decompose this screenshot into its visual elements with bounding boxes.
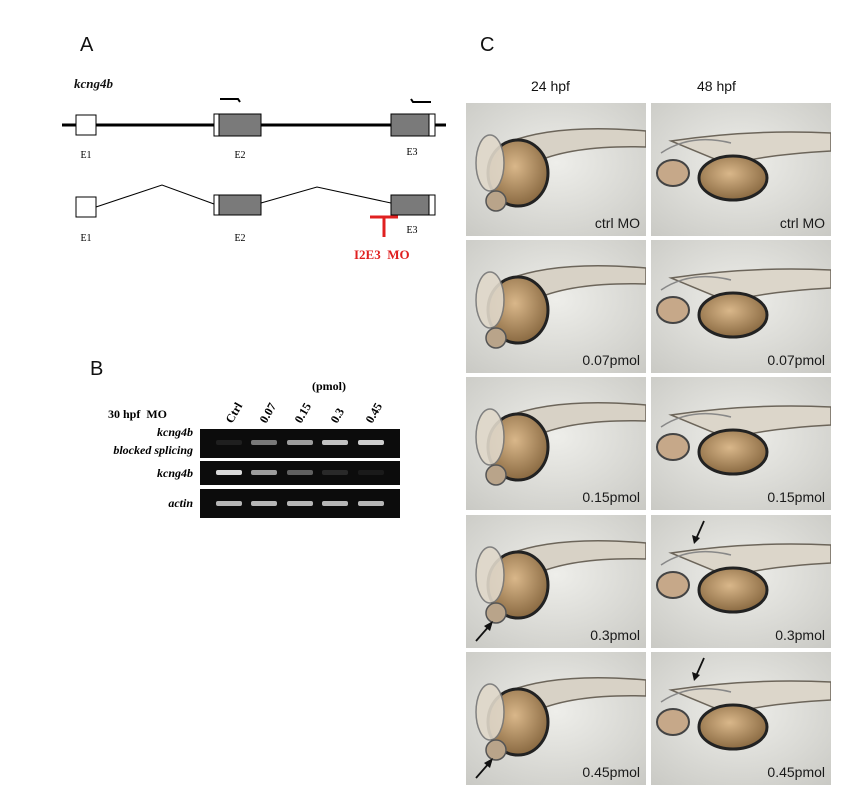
gel-band (322, 440, 348, 445)
gel-row-1-label-line1: kcng4b (157, 425, 193, 439)
gel-band (358, 501, 384, 506)
exon-label-e2-mrna: E2 (234, 233, 245, 244)
embryo-image-24hpf: 0.07pmol (466, 240, 646, 373)
gel-band (287, 470, 313, 475)
pmol-unit-label: (pmol) (312, 379, 346, 393)
gel-band (358, 440, 384, 445)
gene-structure-diagram: E1 E2 E3 E1 E2 E3 I2E3 MO (62, 98, 446, 262)
exon-label-e3: E3 (406, 147, 417, 158)
gel-strip-3 (200, 489, 400, 518)
exon-label-e1-mrna: E1 (80, 233, 91, 244)
dose-label: ctrl MO (594, 215, 640, 231)
gel-row-1-label-line2: blocked splicing (113, 443, 193, 457)
gel-band (216, 470, 242, 475)
embryo-photo (651, 240, 831, 373)
exon-3-box-mrna (390, 194, 430, 216)
forward-primer-arrow (220, 98, 241, 103)
embryo-image-24hpf: 0.15pmol (466, 377, 646, 510)
gel-band (358, 470, 384, 475)
embryo-image-48hpf: ctrl MO (651, 103, 831, 236)
embryo-photo (466, 515, 646, 648)
panel-c-letter: C (480, 34, 495, 56)
lane-label-045: 0.45 (362, 400, 385, 425)
dose-label: 0.15pmol (582, 489, 640, 505)
lane-label-007: 0.07 (256, 400, 279, 425)
gel-row-2-label: kcng4b (157, 466, 193, 480)
embryo-photo (651, 377, 831, 510)
exon-3-utr-mrna (428, 194, 436, 216)
gel-strip-2 (200, 461, 400, 485)
dose-label: 0.3pmol (590, 627, 640, 643)
exon-1-box-mrna (75, 196, 97, 218)
gel-row-header: 30 hpf MO (108, 407, 167, 421)
exon-2-box (218, 113, 262, 137)
gel-band (322, 470, 348, 475)
exon-2-utr-mrna (213, 194, 220, 216)
gel-band (216, 440, 242, 445)
embryo-image-48hpf: 0.15pmol (651, 377, 831, 510)
reverse-primer-arrow (410, 98, 431, 103)
column-header-48hpf: 48 hpf (697, 78, 736, 94)
embryo-image-48hpf: 0.45pmol (651, 652, 831, 785)
dose-label: 0.07pmol (582, 352, 640, 368)
gel-band (251, 470, 277, 475)
embryo-photo (466, 652, 646, 785)
embryo-photo (466, 377, 646, 510)
morpholino-label: I2E3 MO (354, 247, 410, 262)
gel-band (216, 501, 242, 506)
embryo-photo (651, 103, 831, 236)
panel-b-letter: B (90, 358, 104, 380)
embryo-image-24hpf: 0.45pmol (466, 652, 646, 785)
dose-label: 0.45pmol (767, 764, 825, 780)
embryo-photo (466, 240, 646, 373)
intron-1-splice (95, 184, 215, 208)
gel-strip-1 (200, 429, 400, 458)
embryo-image-48hpf: 0.07pmol (651, 240, 831, 373)
exon-label-e3-mrna: E3 (406, 225, 417, 236)
exon-2-box-mrna (218, 194, 262, 216)
gel-band (287, 440, 313, 445)
exon-3-utr (428, 113, 436, 137)
lane-label-03: 0.3 (327, 406, 347, 426)
column-header-24hpf: 24 hpf (531, 78, 570, 94)
exon-label-e1: E1 (80, 150, 91, 161)
embryo-photo (651, 515, 831, 648)
intron-2-splice (260, 186, 392, 204)
gel-band (322, 501, 348, 506)
gel-row-3-label: actin (168, 496, 193, 510)
exon-1-box (75, 114, 97, 136)
gel-band (251, 440, 277, 445)
exon-label-e2: E2 (234, 150, 245, 161)
gel-band (287, 501, 313, 506)
dose-label: 0.15pmol (767, 489, 825, 505)
exon-2-utr (213, 113, 220, 137)
exon-3-box (390, 113, 430, 137)
dose-label: ctrl MO (779, 215, 825, 231)
lane-label-ctrl: Ctrl (222, 399, 245, 425)
lane-label-015: 0.15 (291, 400, 314, 425)
dose-label: 0.3pmol (775, 627, 825, 643)
panel-a-letter: A (80, 34, 94, 56)
embryo-photo (651, 652, 831, 785)
gene-name: kcng4b (74, 76, 113, 91)
embryo-image-24hpf: 0.3pmol (466, 515, 646, 648)
dose-label: 0.45pmol (582, 764, 640, 780)
embryo-photo (466, 103, 646, 236)
embryo-image-24hpf: ctrl MO (466, 103, 646, 236)
dose-label: 0.07pmol (767, 352, 825, 368)
embryo-image-48hpf: 0.3pmol (651, 515, 831, 648)
gel-band (251, 501, 277, 506)
